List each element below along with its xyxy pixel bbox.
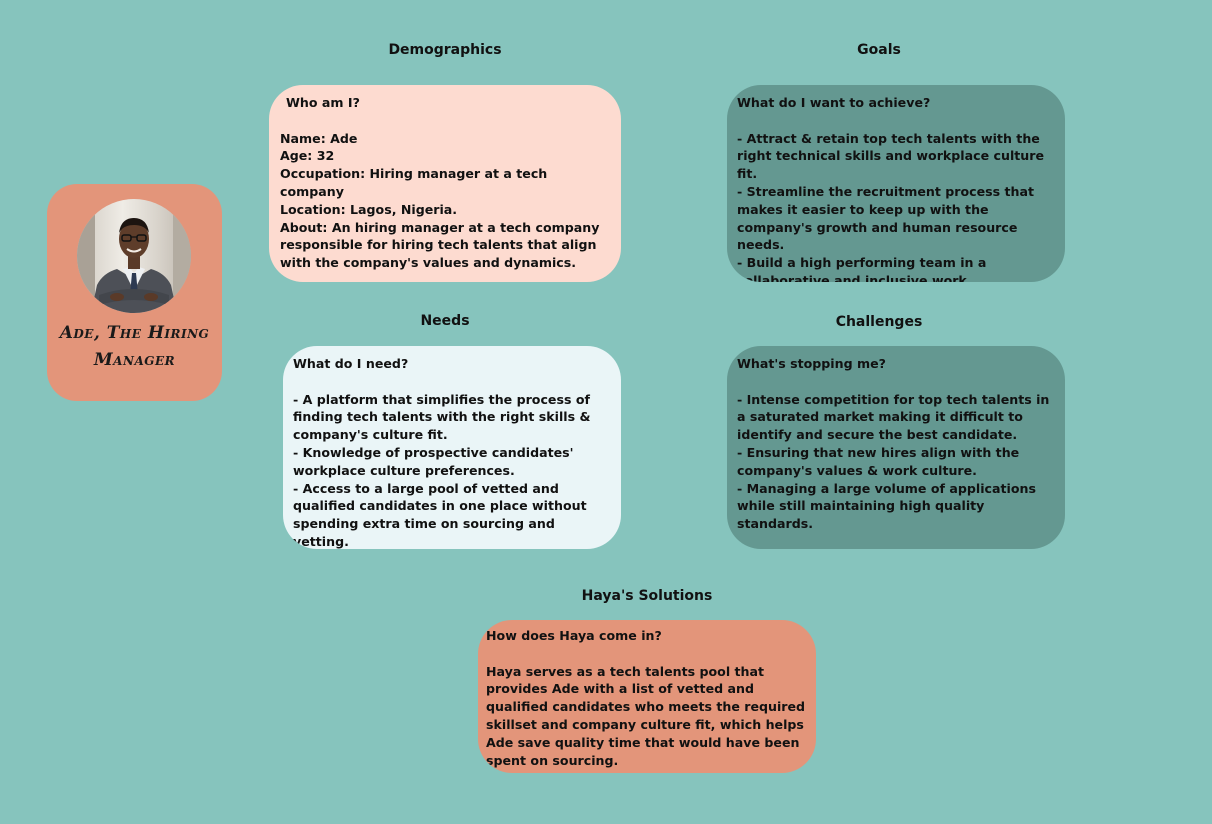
demographics-age: Age: 32	[280, 148, 335, 164]
goals-item: - Streamline the recruitment process tha…	[737, 183, 1035, 253]
needs-card: What do I need? - A platform that simpli…	[283, 346, 621, 549]
persona-name: Ade, The Hiring Manager	[59, 323, 210, 370]
solutions-text: Haya serves as a tech talents pool that …	[486, 663, 806, 768]
challenges-question: What's stopping me?	[737, 356, 886, 371]
demographics-heading: Demographics	[388, 42, 502, 58]
solutions-heading: Haya's Solutions	[581, 588, 713, 604]
solutions-card: How does Haya come in? Haya serves as a …	[478, 620, 816, 773]
demographics-about: About: An hiring manager at a tech compa…	[280, 219, 600, 271]
demographics-question: Who am I?	[286, 95, 360, 110]
demographics-card: Who am I? Name: Ade Age: 32 Occupation: …	[269, 85, 621, 282]
demographics-location: Location: Lagos, Nigeria.	[280, 201, 458, 217]
challenges-card: What's stopping me? - Intense competitio…	[727, 346, 1065, 549]
needs-item: - Knowledge of prospective candidates' w…	[293, 444, 574, 478]
persona-profile-card: Ade, The Hiring Manager	[47, 184, 222, 401]
demographics-name: Name: Ade	[280, 130, 358, 146]
needs-item: - A platform that simplifies the process…	[293, 391, 591, 443]
needs-heading: Needs	[420, 313, 470, 329]
challenges-heading: Challenges	[835, 314, 923, 330]
goals-heading: Goals	[857, 42, 901, 58]
goals-item: - Attract & retain top tech talents with…	[737, 130, 1044, 182]
needs-question: What do I need?	[293, 356, 409, 371]
needs-item: - Access to a large pool of vetted and q…	[293, 480, 587, 549]
challenges-item: - Ensuring that new hires align with the…	[737, 444, 1020, 478]
challenges-item: - Intense competition for top tech talen…	[737, 391, 1050, 443]
challenges-item: - Managing a large volume of application…	[737, 480, 1036, 532]
goals-item: - Build a high performing team in a coll…	[737, 255, 987, 282]
goals-question: What do I want to achieve?	[737, 95, 931, 110]
goals-card: What do I want to achieve? - Attract & r…	[727, 85, 1065, 282]
person-portrait-icon	[77, 199, 191, 313]
demographics-occupation: Occupation: Hiring manager at a tech com…	[280, 166, 548, 199]
solutions-question: How does Haya come in?	[486, 628, 662, 643]
